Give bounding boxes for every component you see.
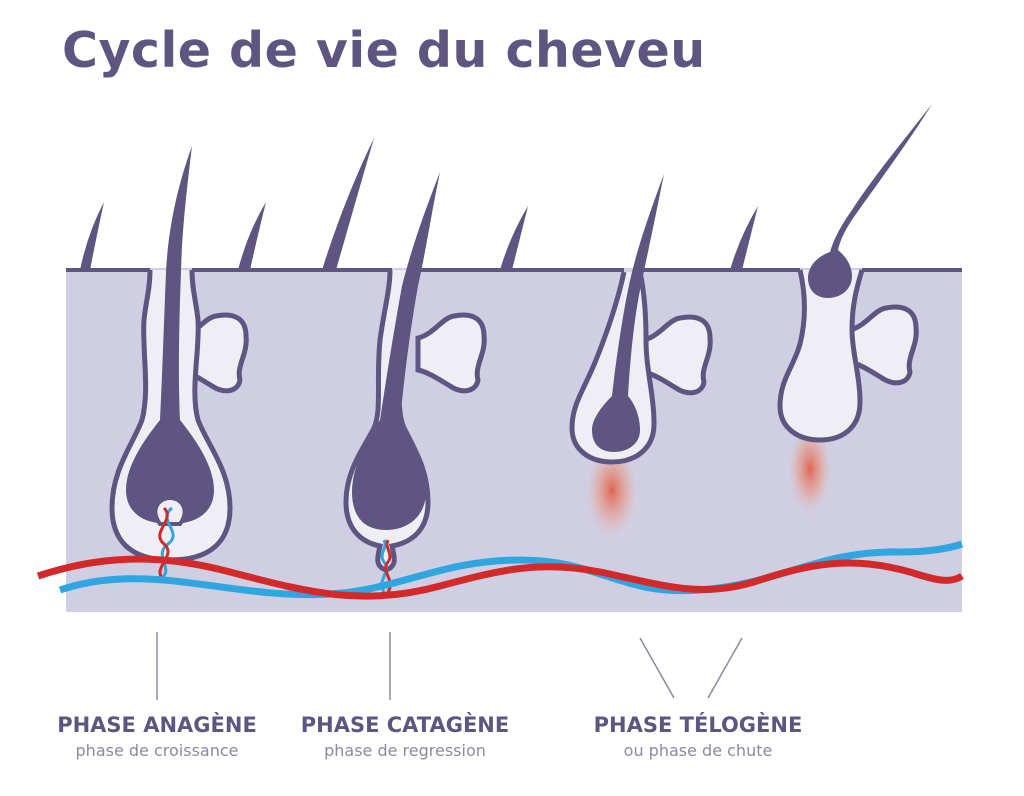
sebaceous-gland xyxy=(847,304,919,386)
hair-strand-icon xyxy=(500,206,528,270)
sebaceous-gland xyxy=(641,314,713,396)
follicle-sheath xyxy=(777,269,865,443)
phase-telogen: PHASE TÉLOGÈNE ou phase de chute xyxy=(553,712,843,763)
phase-catagen-title: PHASE CATAGÈNE xyxy=(300,713,510,737)
pointer-telogen-left xyxy=(639,637,675,699)
follicle-anagen xyxy=(109,146,249,582)
diagram-title: Cycle de vie du cheveu xyxy=(62,22,706,79)
papilla-artery xyxy=(158,506,170,582)
hair-shaft-anagen xyxy=(126,146,214,524)
hair-strand-icon xyxy=(80,202,104,270)
phase-catagen: PHASE CATAGÈNE phase de regression xyxy=(260,712,550,763)
phase-anagen: PHASE ANAGÈNE phase de croissance xyxy=(12,712,302,763)
follicle-telogen-early xyxy=(569,174,713,548)
papilla-vein xyxy=(380,539,388,593)
hair-strand-icon xyxy=(238,202,266,270)
hair-shaft-catagen xyxy=(352,172,440,530)
hair-shaft-telogen xyxy=(592,174,664,452)
follicle-telogen-late xyxy=(777,104,932,524)
hair-strand-icon xyxy=(730,206,758,270)
inflammation-glow xyxy=(586,452,638,548)
short-hairs xyxy=(80,138,758,270)
phase-catagen-subtitle: phase de regression xyxy=(324,741,486,760)
shedding-hair xyxy=(808,104,932,298)
phase-telogen-subtitle: ou phase de chute xyxy=(623,741,773,760)
inflammation-glow xyxy=(788,432,832,524)
phase-anagen-subtitle: phase de croissance xyxy=(75,741,239,760)
sebaceous-gland xyxy=(415,312,487,394)
pointer-telogen-right xyxy=(707,637,743,699)
pointer-lines xyxy=(156,632,743,700)
hair-strand-icon xyxy=(322,138,374,270)
phase-telogen-title: PHASE TÉLOGÈNE xyxy=(593,713,803,737)
phase-anagen-title: PHASE ANAGÈNE xyxy=(57,713,257,737)
follicle-catagen xyxy=(343,172,487,593)
artery-line xyxy=(36,555,964,600)
